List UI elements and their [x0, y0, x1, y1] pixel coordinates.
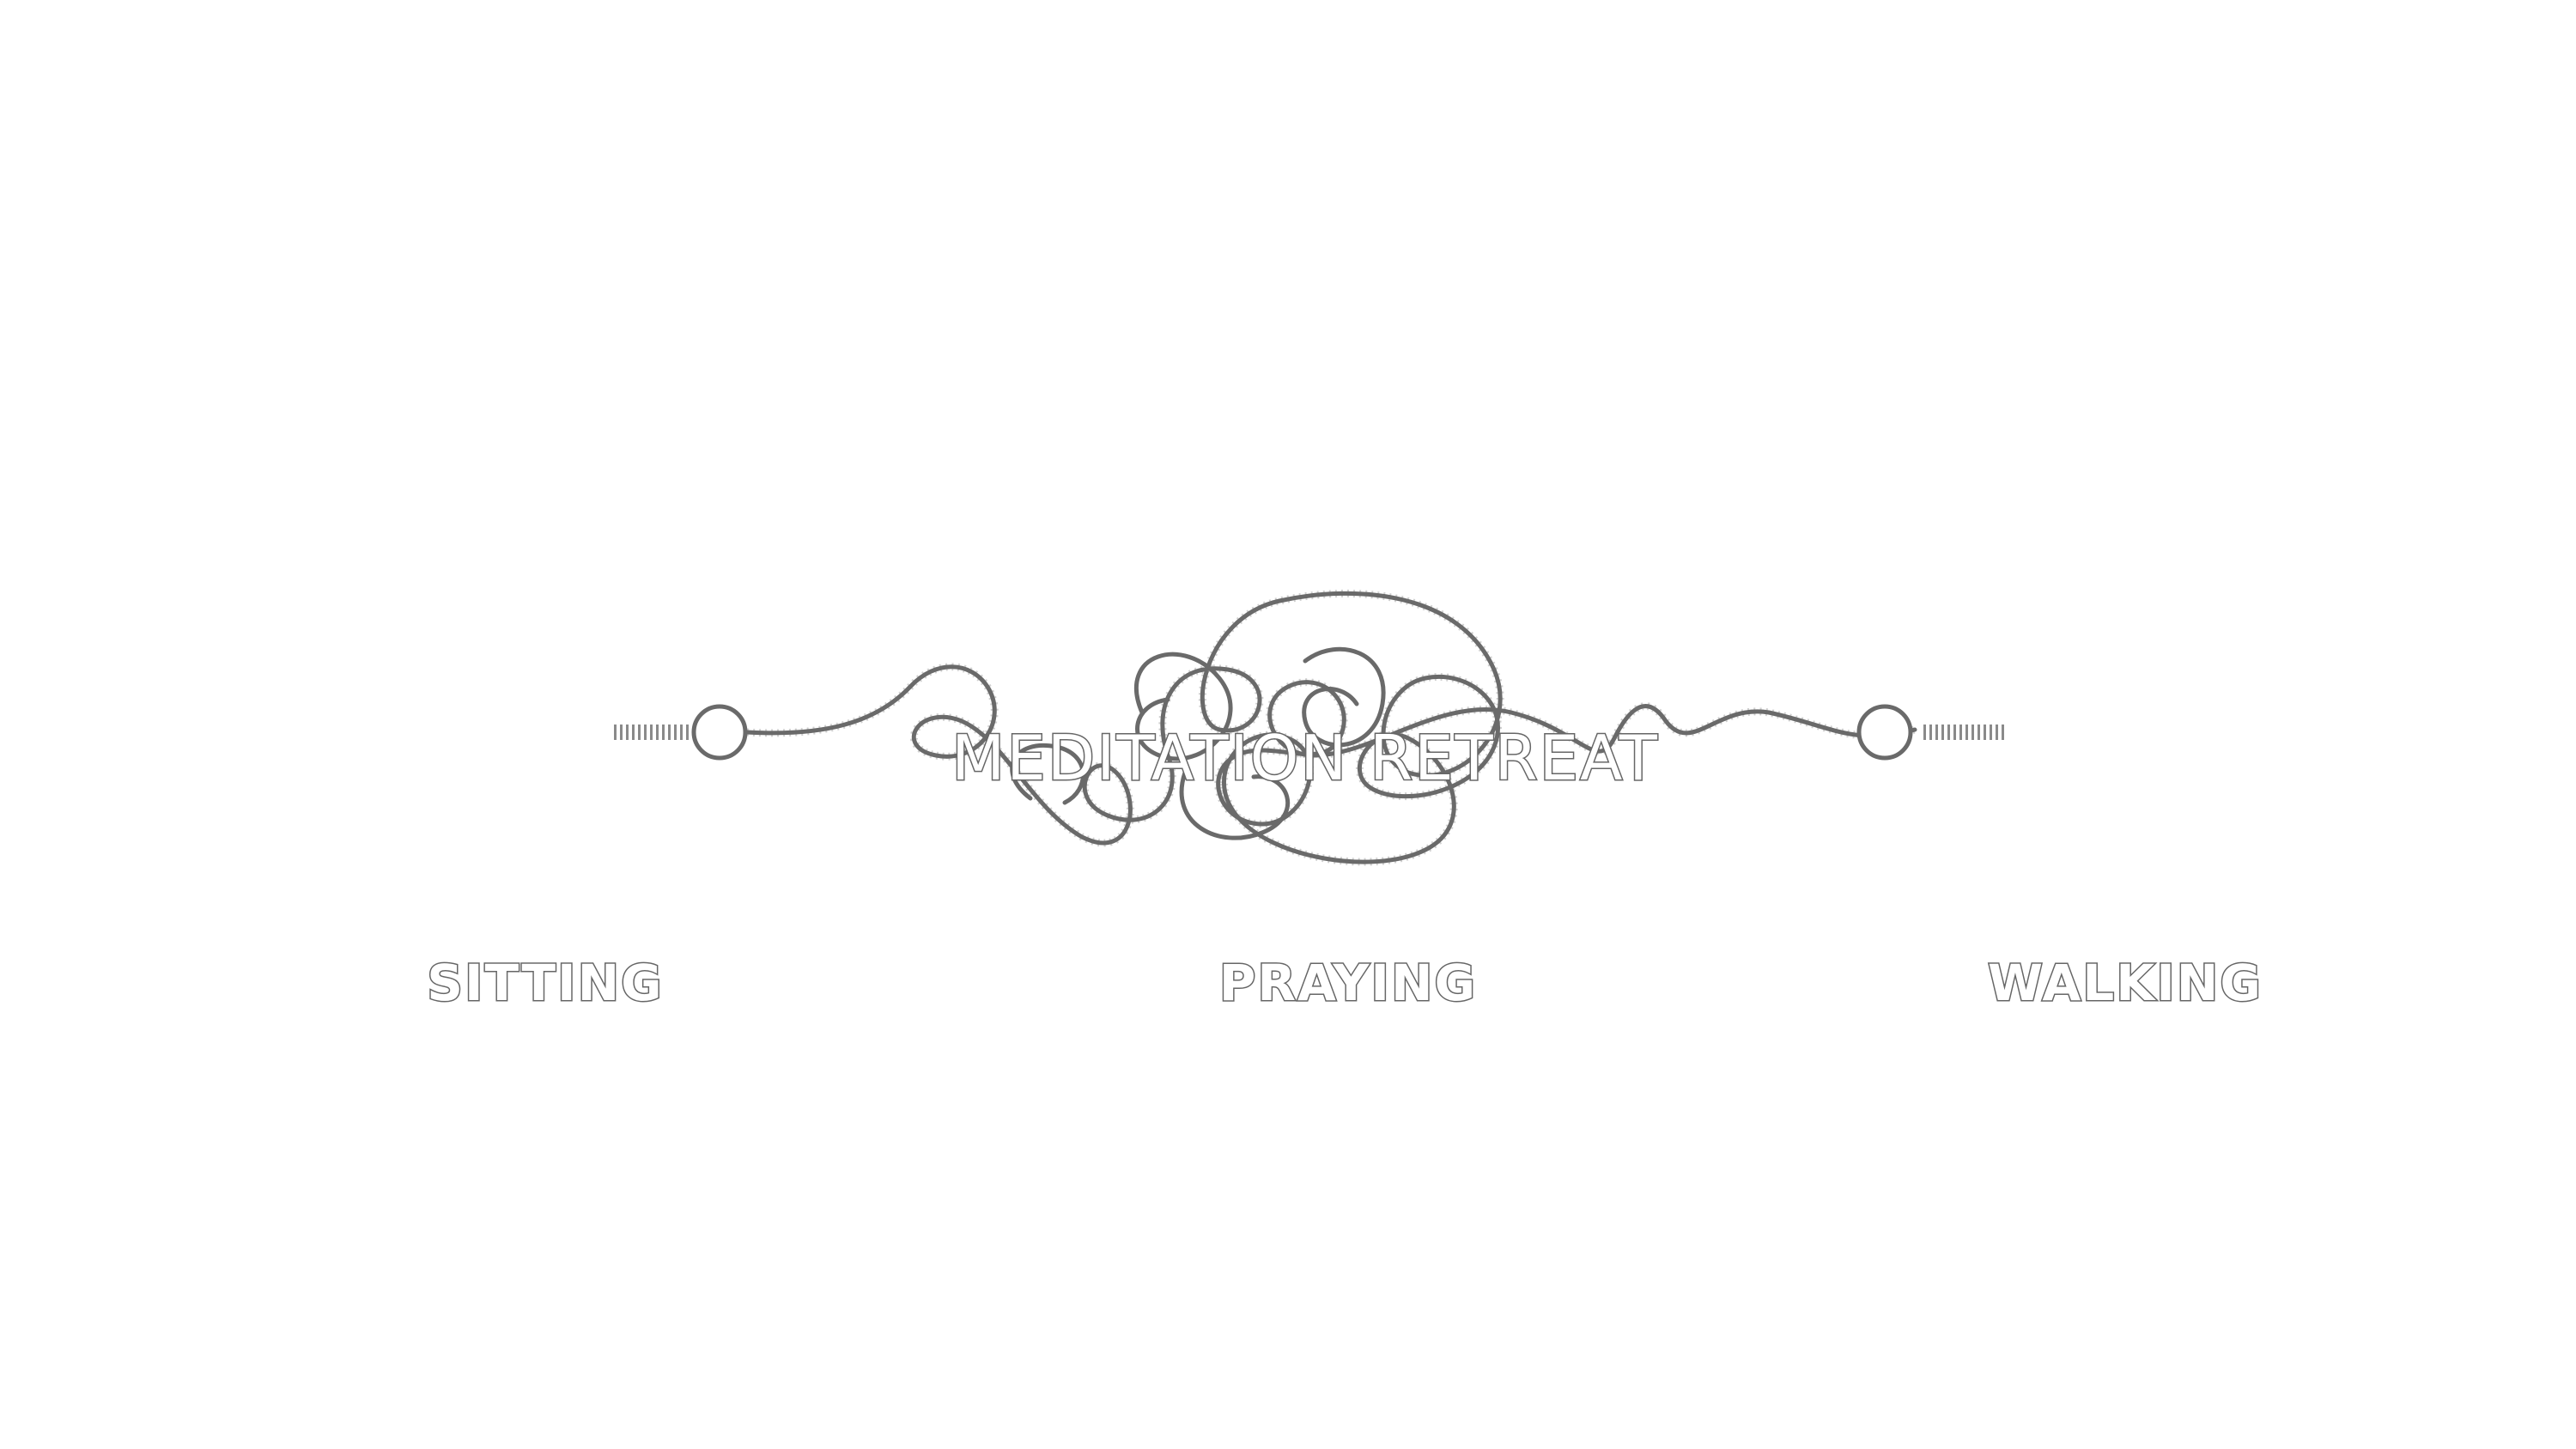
label-sitting: SITTING: [427, 954, 664, 1012]
thread-path: [744, 591, 1917, 864]
thread-loop: [1179, 770, 1290, 840]
label-praying: PRAYING: [1219, 954, 1477, 1012]
circle-node-icon: [614, 704, 748, 761]
label-walking: WALKING: [1988, 954, 2263, 1012]
page-title: MEDITATION RETREAT: [951, 722, 1659, 794]
tangled-thread-icon: [744, 589, 1917, 866]
circle-node-icon: [1856, 704, 2005, 761]
thread-loop: [1010, 743, 1085, 805]
thread-loop: [1302, 646, 1386, 748]
thread-loop: [1134, 652, 1233, 761]
